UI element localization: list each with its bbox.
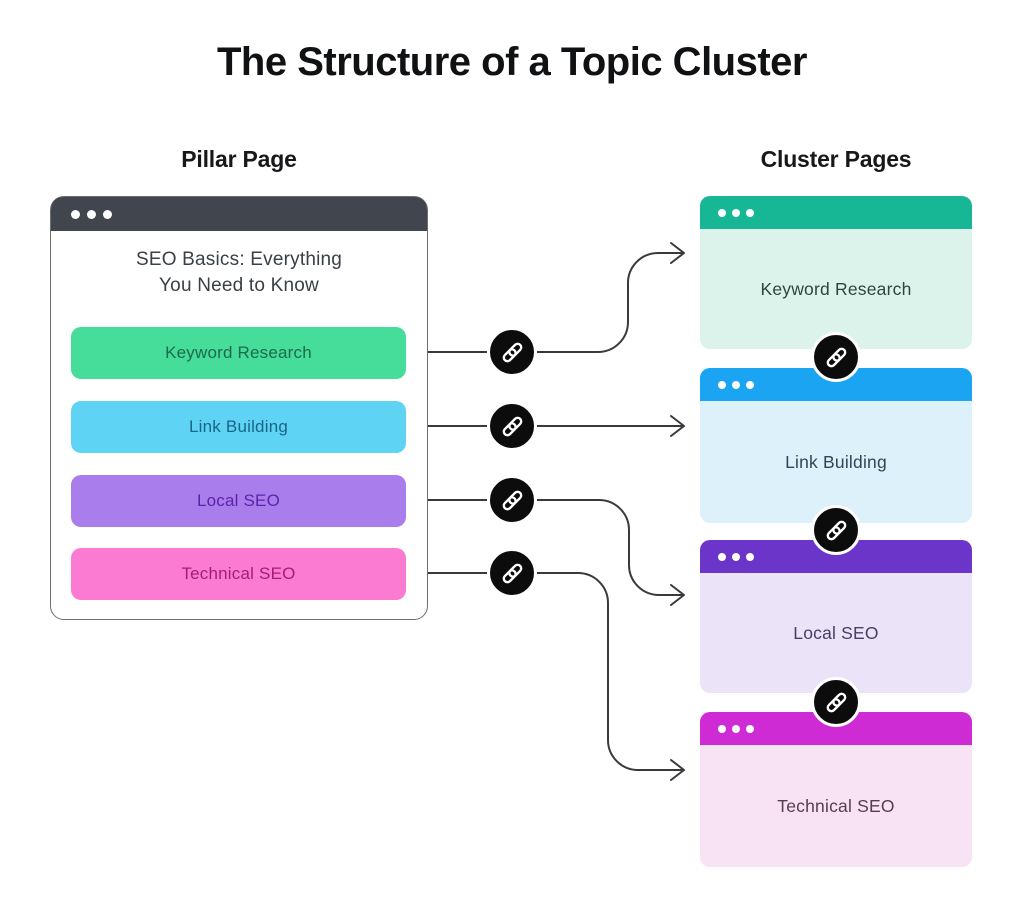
window-dots-icon xyxy=(718,380,754,389)
page-title: The Structure of a Topic Cluster xyxy=(217,40,808,84)
link-badge xyxy=(487,475,537,525)
cluster-page-keyword-research: Keyword Research xyxy=(700,196,972,349)
connector-keyword-research xyxy=(427,252,683,353)
link-badge xyxy=(811,677,861,727)
arrowhead-local-seo xyxy=(670,584,685,606)
link-badge xyxy=(487,548,537,598)
pillar-page-window: SEO Basics: Everything You Need to Know … xyxy=(50,196,428,620)
link-icon xyxy=(502,490,522,510)
cluster-page-local-seo: Local SEO xyxy=(700,540,972,693)
pillar-column-label: Pillar Page xyxy=(181,146,297,172)
link-icon xyxy=(826,692,846,712)
link-icon xyxy=(502,563,522,583)
window-dots-icon xyxy=(718,208,754,217)
cluster-column-label: Cluster Pages xyxy=(760,146,912,172)
arrowhead-technical-seo xyxy=(670,759,685,781)
cluster-page-link-building: Link Building xyxy=(700,368,972,523)
pillar-heading-line2: You Need to Know xyxy=(159,275,319,296)
link-badge xyxy=(487,401,537,451)
cluster-page-label: Local SEO xyxy=(793,622,879,643)
link-icon xyxy=(826,347,846,367)
cluster-page-technical-seo: Technical SEO xyxy=(700,712,972,867)
connector-technical-seo xyxy=(427,572,683,771)
link-badge xyxy=(487,327,537,377)
pillar-topic-link-building: Link Building xyxy=(71,401,406,453)
link-badge xyxy=(811,505,861,555)
pillar-window-header xyxy=(51,197,427,231)
arrowhead-link-building xyxy=(670,415,685,437)
link-icon xyxy=(826,520,846,540)
window-dots-icon xyxy=(71,209,112,219)
pillar-topic-local-seo: Local SEO xyxy=(71,475,406,527)
arrowhead-keyword-research xyxy=(670,242,685,264)
link-badge xyxy=(811,332,861,382)
cluster-page-label: Technical SEO xyxy=(777,795,895,816)
window-dots-icon xyxy=(718,552,754,561)
pillar-topic-keyword-research: Keyword Research xyxy=(71,327,406,379)
pillar-topic-technical-seo: Technical SEO xyxy=(71,548,406,600)
link-icon xyxy=(502,342,522,362)
link-icon xyxy=(502,416,522,436)
pillar-page-heading: SEO Basics: Everything You Need to Know xyxy=(51,247,427,299)
cluster-window-header xyxy=(700,196,972,229)
cluster-page-label: Link Building xyxy=(785,451,887,472)
cluster-window-header xyxy=(700,540,972,573)
window-dots-icon xyxy=(718,724,754,733)
pillar-heading-line1: SEO Basics: Everything xyxy=(135,249,343,270)
connector-local-seo xyxy=(427,499,683,596)
cluster-page-label: Keyword Research xyxy=(760,278,912,299)
